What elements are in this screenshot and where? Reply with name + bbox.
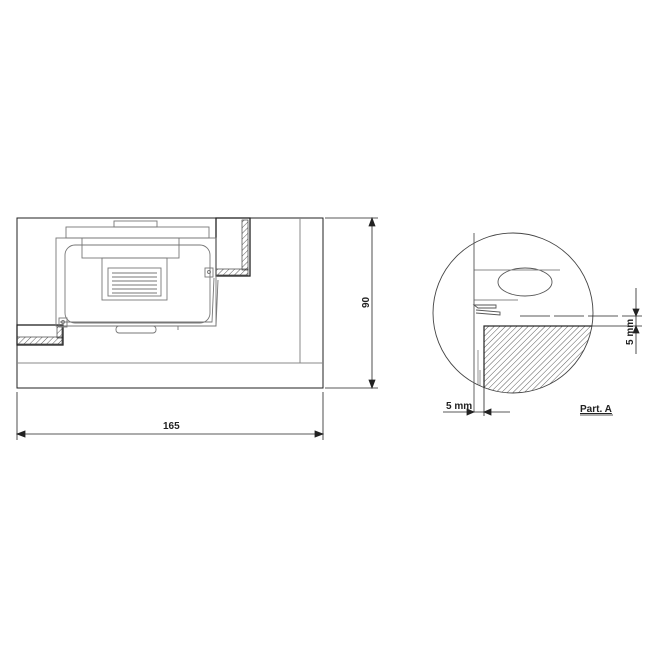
width-dimension: [15, 392, 325, 440]
detail-circle: [432, 232, 594, 394]
horizontal-gap-dimension: [443, 382, 510, 416]
appliance: [55, 220, 219, 334]
vertical-gap-label: 5 mm: [625, 319, 636, 345]
cabinet-outline: [16, 217, 324, 389]
hinge-hole: [497, 267, 553, 297]
height-dimension: [325, 216, 378, 390]
width-dimension-label: 165: [163, 421, 180, 432]
detail-view-part-a: [432, 232, 642, 416]
horizontal-gap-label: 5 mm: [446, 401, 472, 412]
vertical-gap-dimension: [520, 288, 642, 354]
main-view: [15, 216, 378, 440]
vent-grille: [112, 272, 157, 294]
bottom-left-wall-section: [16, 324, 64, 346]
top-right-wall-section: [215, 217, 251, 277]
height-dimension-label: 90: [361, 296, 372, 308]
detail-view-label: Part. A: [580, 404, 612, 415]
